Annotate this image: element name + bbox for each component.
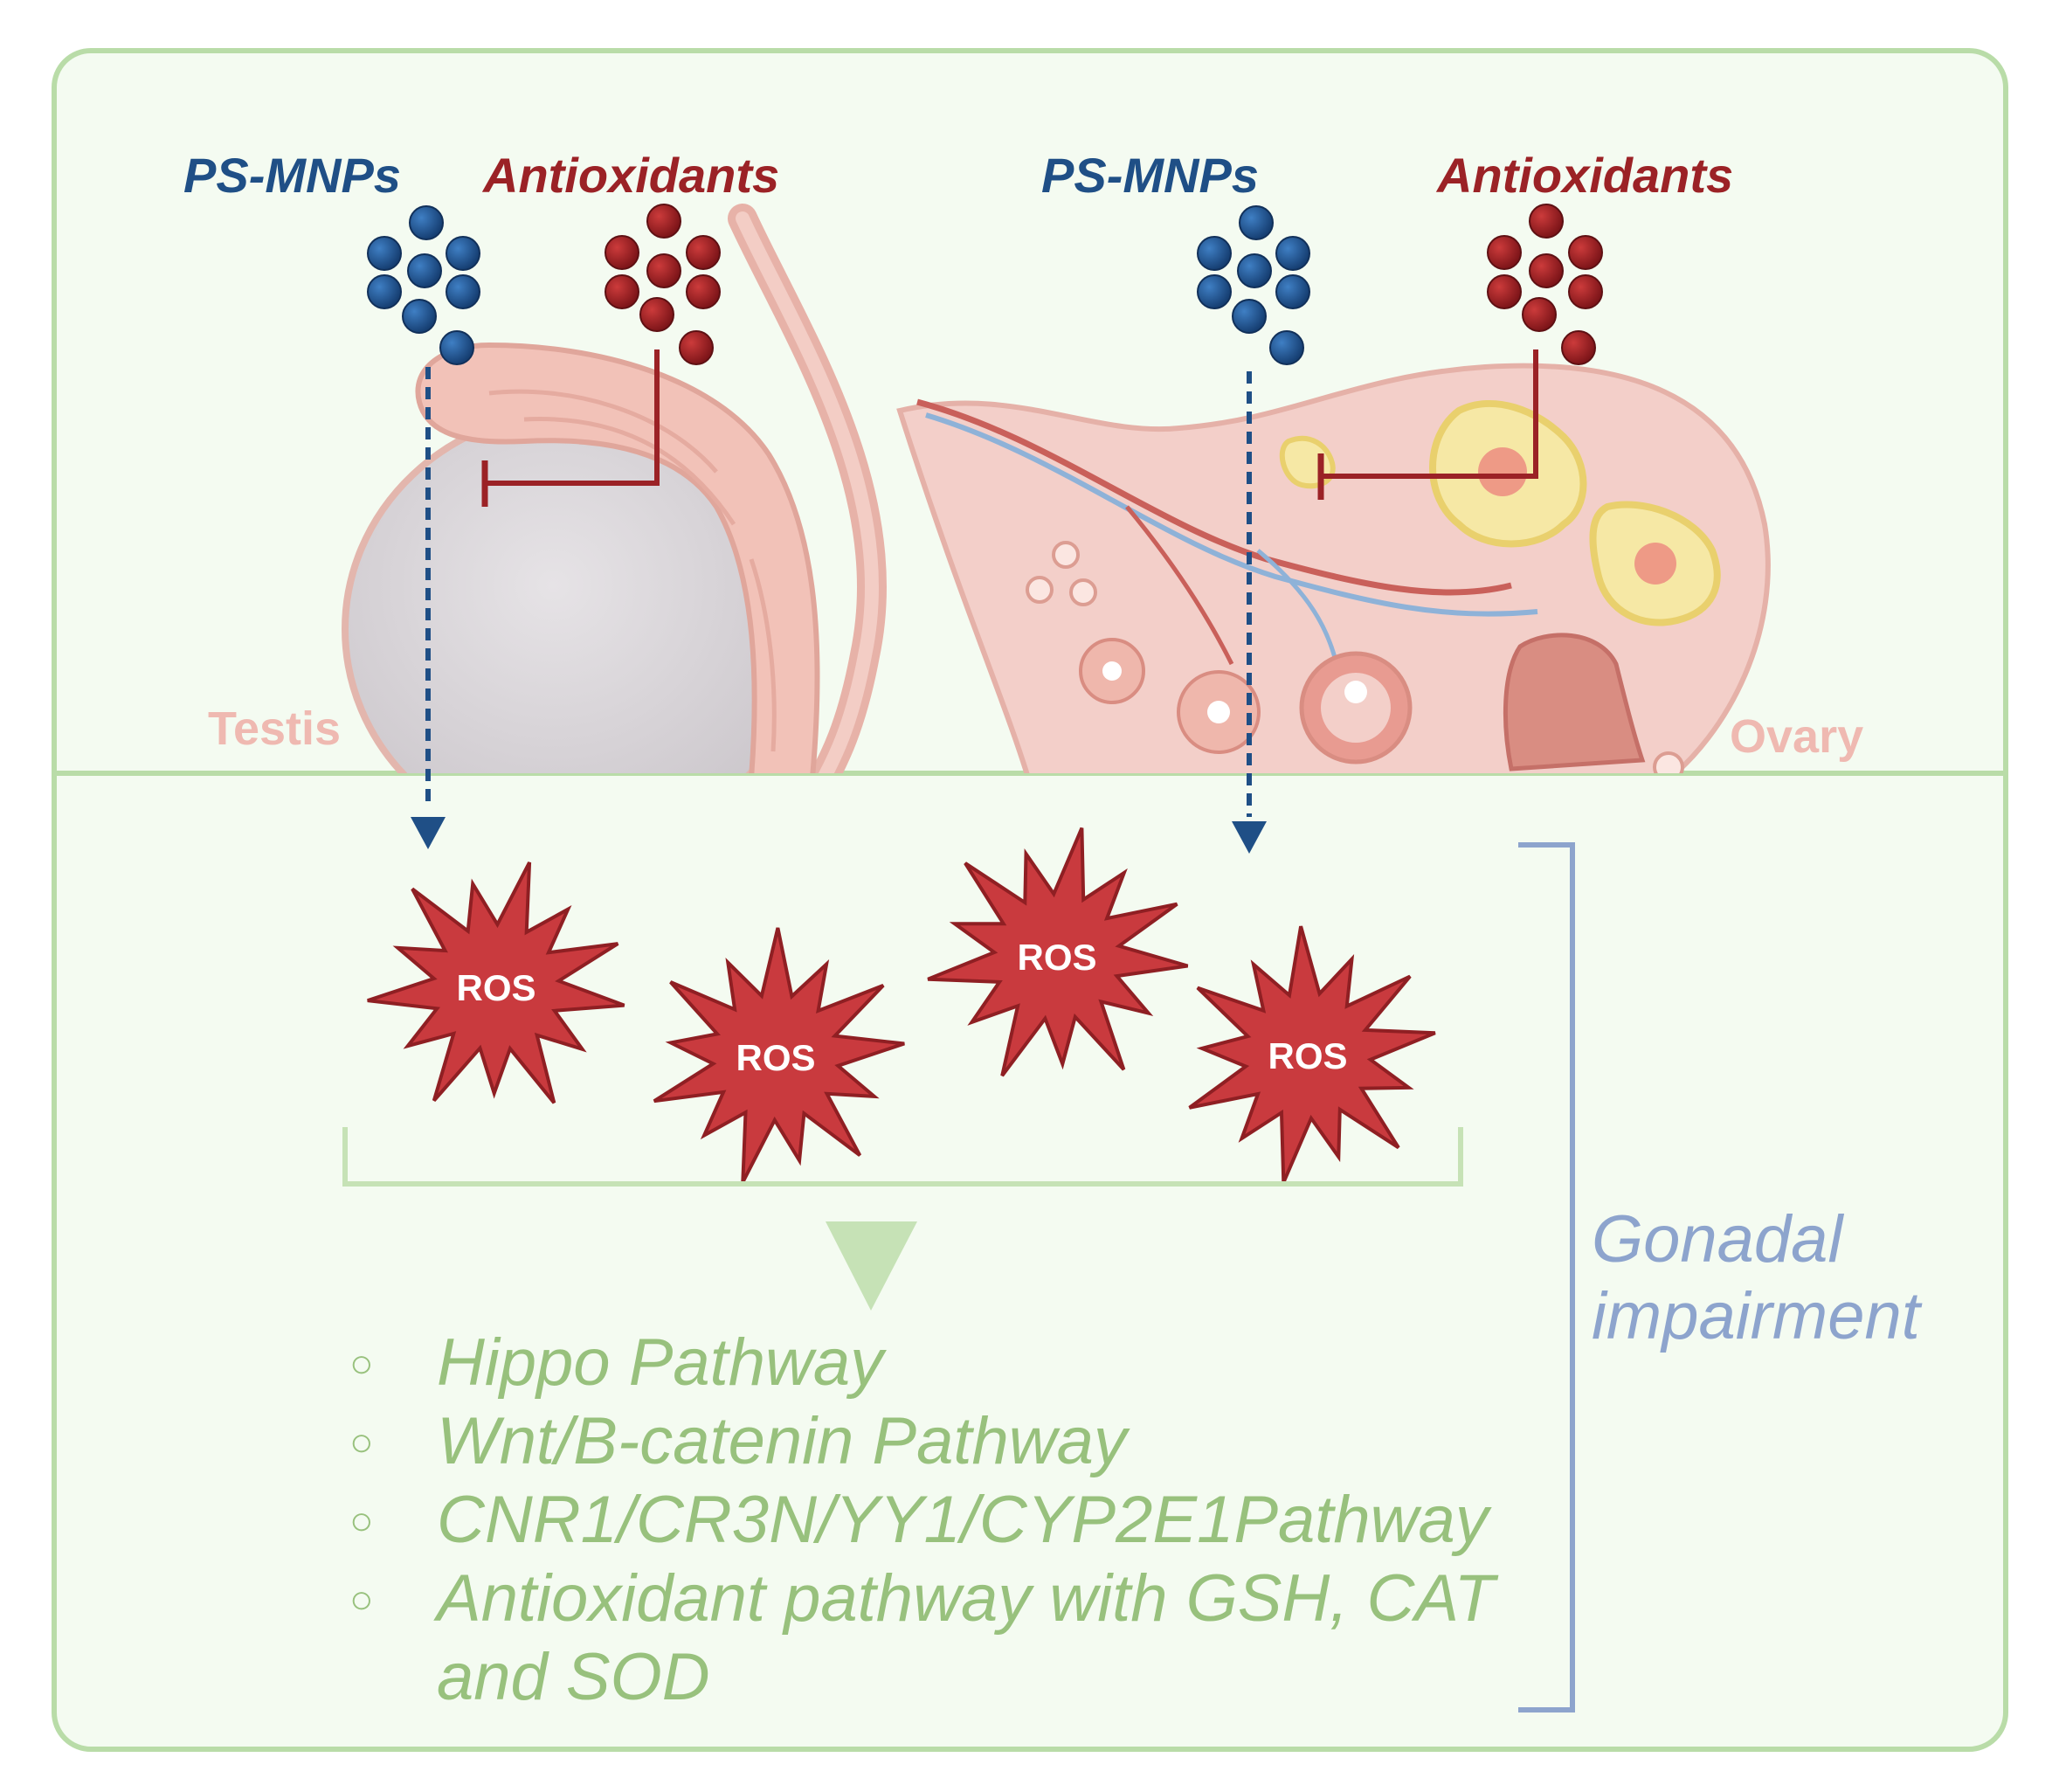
- ros-label: ROS: [1017, 937, 1096, 978]
- ros-label: ROS: [1268, 1035, 1347, 1076]
- testis-antioxidant-particles: [605, 204, 721, 365]
- ovary-antioxidant-particles: [1487, 204, 1603, 365]
- ovary-antioxidants-label: Antioxidants: [1437, 148, 1734, 203]
- ovary-ps-mnps-particles: [1197, 205, 1310, 365]
- testis-ps-mnps-particles: [367, 205, 480, 365]
- impairment-bracket: [1518, 842, 1575, 1712]
- ros-grouping-bracket: [342, 1127, 1463, 1187]
- pathway-item: ○ Hippo Pathway: [349, 1324, 1495, 1402]
- testis-ps-mnps-arrowhead: [411, 817, 446, 849]
- testis-antioxidant-inhibition: [485, 349, 660, 486]
- ovary-ps-mnps-arrowhead: [1232, 821, 1267, 854]
- pathway-text: Antioxidant pathway with GSH, CAT: [437, 1561, 1495, 1636]
- impairment-line-2: impairment: [1592, 1279, 1920, 1353]
- ros-label: ROS: [456, 967, 535, 1008]
- testis-ps-mnps-label: PS-MNPs: [183, 148, 401, 203]
- ros-bursts: ROS ROS ROS ROS: [367, 827, 1436, 1184]
- pathway-list: ○ Hippo Pathway ○ Wnt/B-catenin Pathway ○ C…: [349, 1324, 1495, 1717]
- bullet-icon: ○: [349, 1419, 374, 1464]
- pathway-item: ○ Wnt/B-catenin Pathway: [349, 1402, 1495, 1481]
- ros-to-pathways-arrow: [826, 1221, 917, 1311]
- testis-antioxidants-label: Antioxidants: [483, 148, 780, 203]
- ovary-label: Ovary: [1730, 710, 1864, 763]
- impairment-line-1: Gonadal: [1592, 1202, 1843, 1277]
- ros-label: ROS: [736, 1037, 815, 1078]
- pathway-text: Wnt/B-catenin Pathway: [437, 1404, 1127, 1478]
- pathway-text: CNR1/CR3N/YY1/CYP2E1Pathway: [437, 1483, 1489, 1557]
- bullet-icon: ○: [349, 1576, 374, 1622]
- testis-label: Testis: [208, 702, 342, 755]
- ros-burst: [927, 827, 1189, 1077]
- pathway-item: ○ CNR1/CR3N/YY1/CYP2E1Pathway: [349, 1481, 1495, 1560]
- ros-burst: [1188, 925, 1436, 1184]
- bullet-icon: ○: [349, 1340, 374, 1386]
- bullet-icon: ○: [349, 1498, 374, 1543]
- pathway-item-continuation: and SOD: [349, 1638, 1495, 1717]
- testis-illustration: [342, 204, 887, 773]
- ovary-ps-mnps-label: PS-MNPs: [1041, 148, 1259, 203]
- ovary-antioxidant-inhibition: [1321, 349, 1538, 479]
- pathway-item: ○ Antioxidant pathway with GSH, CAT: [349, 1560, 1495, 1638]
- ros-burst: [653, 927, 905, 1184]
- ros-burst: [367, 861, 625, 1104]
- gonadal-impairment-label: Gonadal impairment: [1592, 1201, 1920, 1355]
- pathway-text: Hippo Pathway: [437, 1325, 884, 1400]
- pathway-text: and SOD: [437, 1640, 710, 1714]
- ovary-illustration: [896, 363, 1771, 773]
